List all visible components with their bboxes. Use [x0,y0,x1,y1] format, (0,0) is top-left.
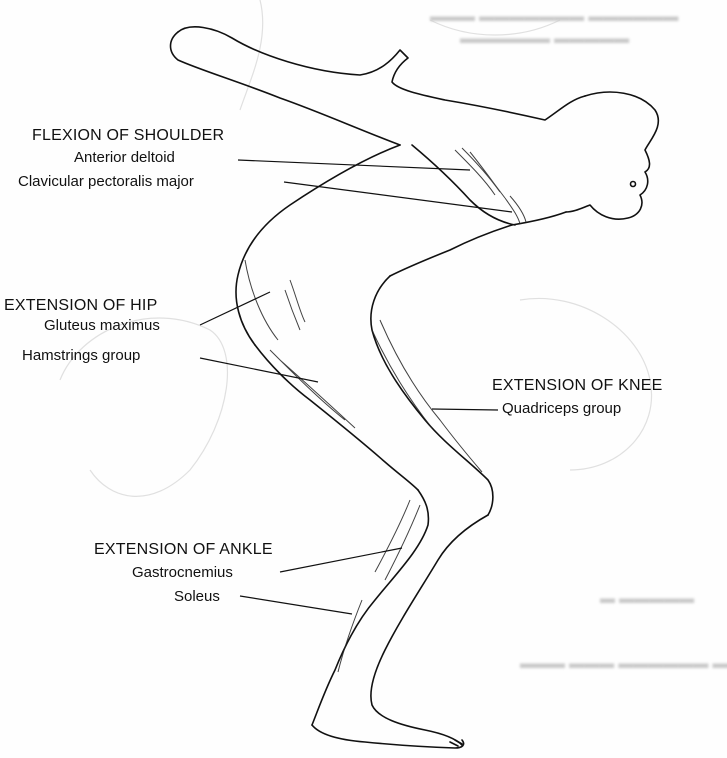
gluteal-outline [255,345,418,490]
toes-mark [450,740,462,746]
arm-outline [178,27,585,120]
heading-extension-of-hip: EXTENSION OF HIP [4,298,157,314]
label-soleus: Soleus [174,589,220,604]
label-hamstrings-group: Hamstrings group [22,348,140,363]
hamstring-shading [270,350,355,428]
leader-soleus [240,596,352,614]
heading-flexion-of-shoulder: FLEXION OF SHOULDER [32,128,224,144]
label-quadriceps-group: Quadriceps group [502,401,621,416]
ear-mark [631,182,636,187]
leader-clavicular-pectoralis [284,182,512,212]
quadriceps-shading [372,320,482,472]
leader-quadriceps [432,409,498,410]
foot-outline [312,725,464,748]
deltoid-shading [455,148,505,198]
heading-extension-of-ankle: EXTENSION OF ANKLE [94,542,273,558]
back-outline [236,145,400,345]
label-anterior-deltoid: Anterior deltoid [74,150,175,165]
shin-front-outline [371,515,488,745]
shoulder-line [412,145,515,225]
head-outline [566,92,658,219]
leader-gastrocnemius [280,548,402,572]
label-gastrocnemius: Gastrocnemius [132,565,233,580]
gastrocnemius-shading [375,500,420,580]
label-clavicular-pectoralis-major: Clavicular pectoralis major [18,174,194,189]
chest-outline [390,212,566,276]
heading-extension-of-knee: EXTENSION OF KNEE [492,378,663,394]
leader-hamstrings [200,358,318,382]
label-gluteus-maximus: Gluteus maximus [44,318,160,333]
pectoral-shading [505,196,526,224]
front-thigh-outline [371,276,493,515]
